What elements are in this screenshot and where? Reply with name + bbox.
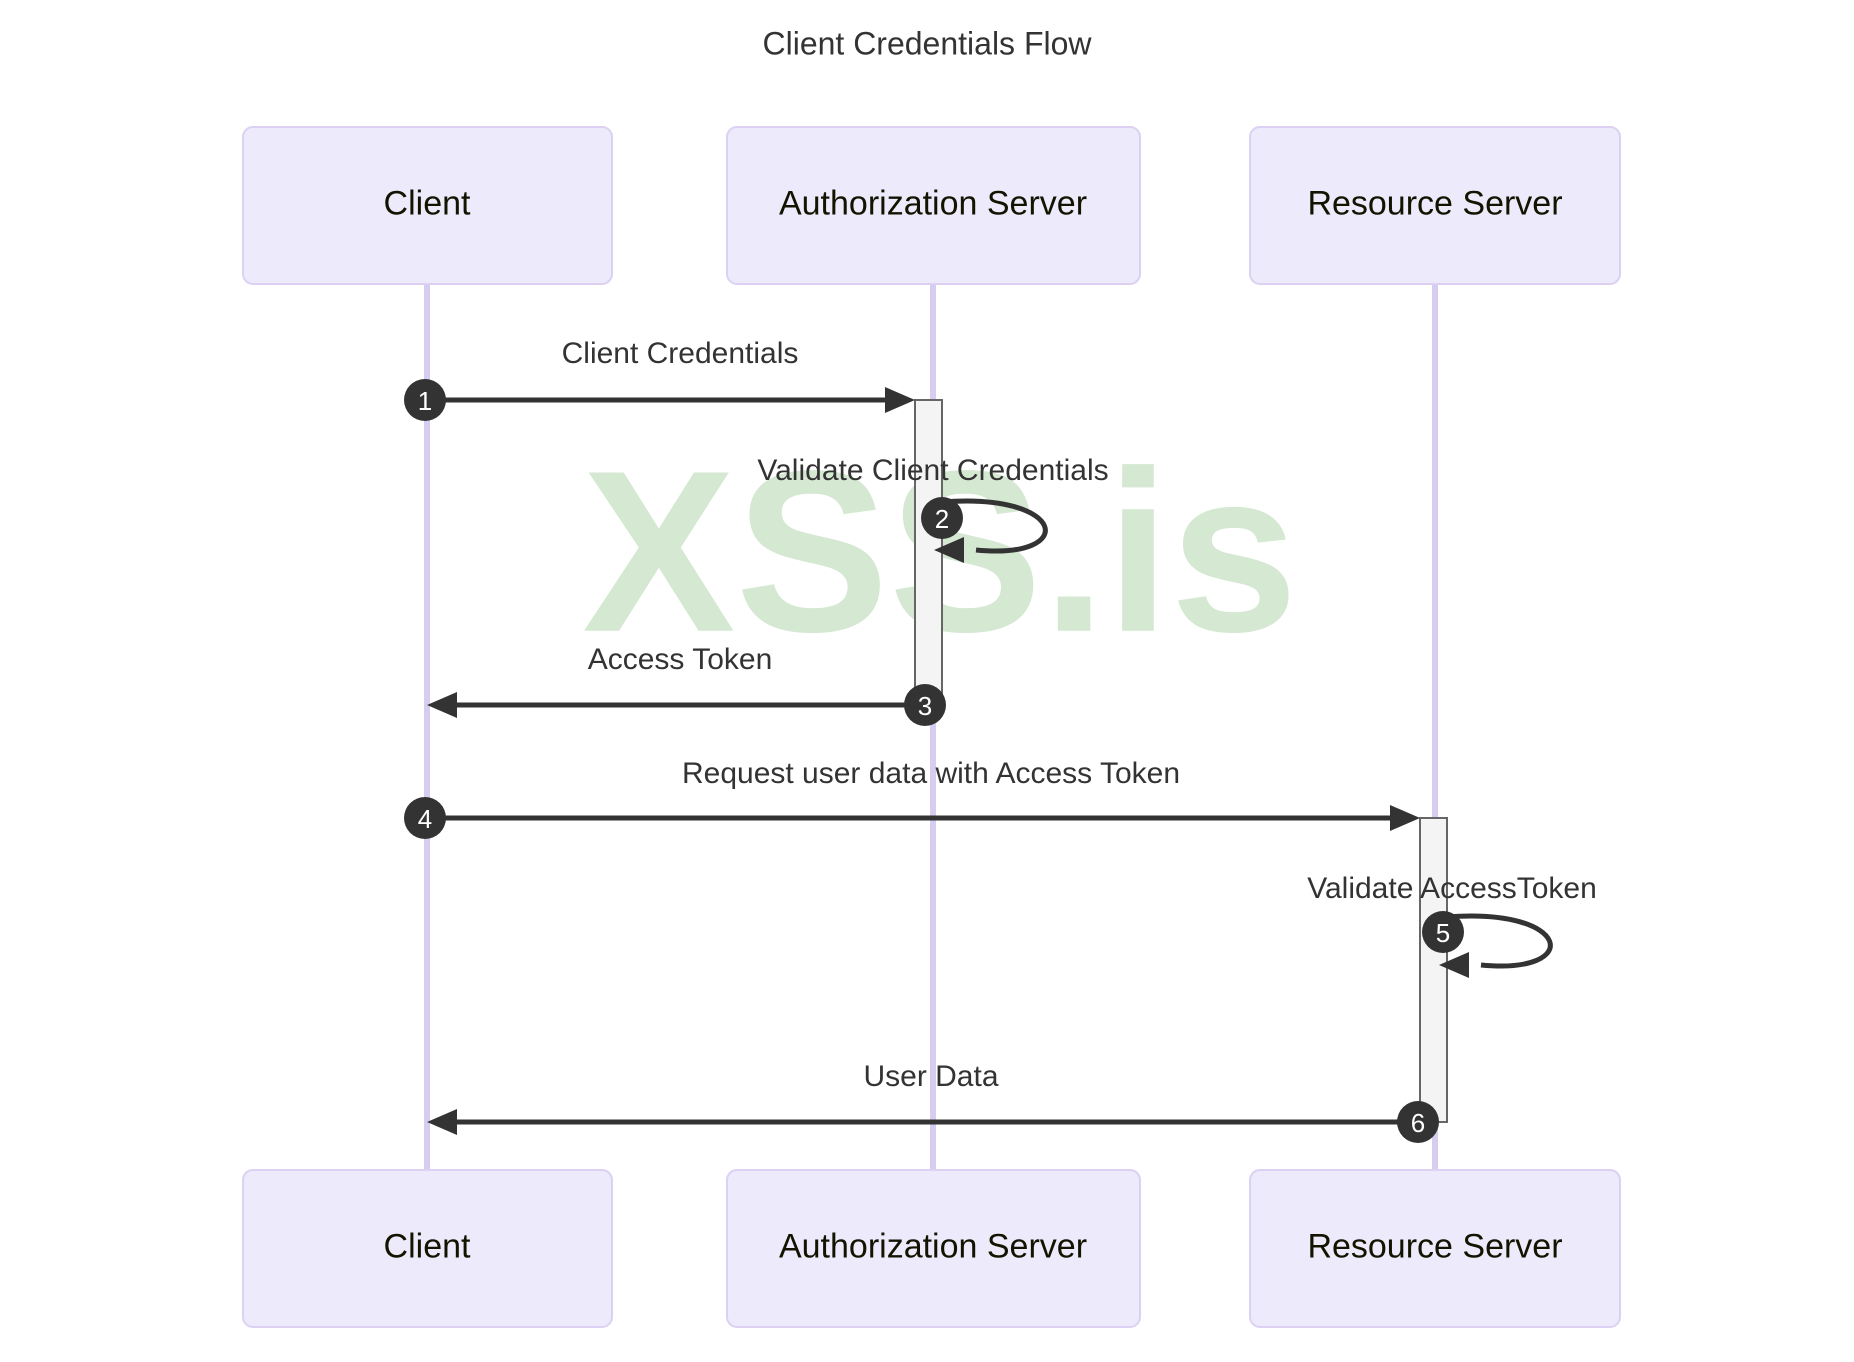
participant-box-resource-top[interactable] bbox=[1249, 126, 1621, 285]
activation-bar-resource bbox=[1419, 817, 1448, 1123]
sequence-badge-number-6: 6 bbox=[1411, 1108, 1425, 1138]
participant-box-auth-bottom[interactable] bbox=[726, 1169, 1141, 1328]
message-6: User Data bbox=[427, 1060, 1420, 1135]
message-2: Validate Client Credentials bbox=[757, 454, 1109, 563]
arrow-head-2 bbox=[934, 537, 964, 563]
participant-box-resource-bottom[interactable] bbox=[1249, 1169, 1621, 1328]
sequence-badge-2: 2 bbox=[921, 497, 963, 539]
self-loop-path-2 bbox=[941, 498, 1048, 554]
sequence-badge-number-1: 1 bbox=[418, 386, 432, 416]
sequence-badge-number-5: 5 bbox=[1436, 918, 1450, 948]
sequence-badge-4: 4 bbox=[404, 797, 446, 839]
participant-box-client-bottom[interactable] bbox=[242, 1169, 613, 1328]
message-label-1: Client Credentials bbox=[562, 337, 799, 370]
participant-client-top[interactable]: Client bbox=[242, 126, 613, 285]
sequence-badge-6: 6 bbox=[1397, 1101, 1439, 1143]
message-label-6: User Data bbox=[863, 1060, 998, 1093]
sequence-badge-circle-4 bbox=[404, 797, 446, 839]
participant-resource-bottom[interactable]: Resource Server bbox=[1249, 1169, 1621, 1328]
arrow-head-3 bbox=[427, 692, 457, 718]
sequence-badge-5: 5 bbox=[1422, 911, 1464, 953]
message-label-5: Validate AccessToken bbox=[1307, 872, 1597, 905]
sequence-badge-circle-5 bbox=[1422, 911, 1464, 953]
participant-resource-top[interactable]: Resource Server bbox=[1249, 126, 1621, 285]
arrow-head-4 bbox=[1390, 805, 1420, 831]
sequence-badge-1: 1 bbox=[404, 379, 446, 421]
sequence-badge-circle-1 bbox=[404, 379, 446, 421]
sequence-badge-3: 3 bbox=[904, 684, 946, 726]
message-5: Validate AccessToken bbox=[1307, 872, 1597, 978]
participant-label-auth-top: Authorization Server bbox=[779, 184, 1087, 222]
sequence-badge-number-4: 4 bbox=[418, 804, 432, 834]
sequence-badge-number-2: 2 bbox=[935, 504, 949, 534]
participants-top-group[interactable]: Client Authorization Server Resource Serve… bbox=[242, 126, 1621, 285]
participant-auth-top[interactable]: Authorization Server bbox=[726, 126, 1141, 285]
participant-auth-bottom[interactable]: Authorization Server bbox=[726, 1169, 1141, 1328]
message-3: Access Token bbox=[427, 643, 915, 718]
page-title: Client Credentials Flow bbox=[762, 25, 1092, 61]
message-1: Client Credentials bbox=[427, 337, 915, 413]
sequence-badges-group: 1 2 3 4 5 6 bbox=[404, 379, 1464, 1143]
arrow-head-5 bbox=[1439, 952, 1469, 978]
sequence-badge-number-3: 3 bbox=[918, 691, 932, 721]
activation-bar-auth bbox=[914, 399, 943, 706]
participant-label-resource-bottom: Resource Server bbox=[1307, 1227, 1562, 1265]
message-label-2: Validate Client Credentials bbox=[757, 454, 1108, 487]
participant-label-resource-top: Resource Server bbox=[1307, 184, 1562, 222]
message-label-4: Request user data with Access Token bbox=[682, 757, 1180, 790]
sequence-badge-circle-6 bbox=[1397, 1101, 1439, 1143]
participant-box-auth-top[interactable] bbox=[726, 126, 1141, 285]
sequence-badge-circle-2 bbox=[921, 497, 963, 539]
self-loop-path-5 bbox=[1446, 913, 1553, 969]
participant-box-client-top[interactable] bbox=[242, 126, 613, 285]
participant-label-client-top: Client bbox=[384, 184, 471, 222]
participant-client-bottom[interactable]: Client bbox=[242, 1169, 613, 1328]
participant-label-client-bottom: Client bbox=[384, 1227, 471, 1265]
arrow-head-6 bbox=[427, 1109, 457, 1135]
message-label-3: Access Token bbox=[588, 643, 773, 676]
message-4: Request user data with Access Token bbox=[427, 757, 1420, 831]
sequence-badge-circle-3 bbox=[904, 684, 946, 726]
participant-label-auth-bottom: Authorization Server bbox=[779, 1227, 1087, 1265]
participants-bottom-group[interactable]: Client Authorization Server Resource Serve… bbox=[242, 1169, 1621, 1328]
arrow-head-1 bbox=[885, 387, 915, 413]
